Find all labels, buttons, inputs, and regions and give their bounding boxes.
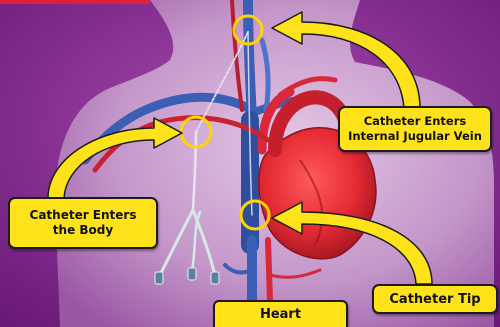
label-internal-jugular-vein: Catheter Enters Internal Jugular Vein	[338, 106, 492, 152]
label-heart: Heart	[213, 300, 348, 327]
top-red-strip	[0, 0, 150, 4]
label-catheter-tip: Catheter Tip	[372, 284, 498, 314]
label-catheter-enters-body: Catheter Enters the Body	[8, 197, 158, 249]
